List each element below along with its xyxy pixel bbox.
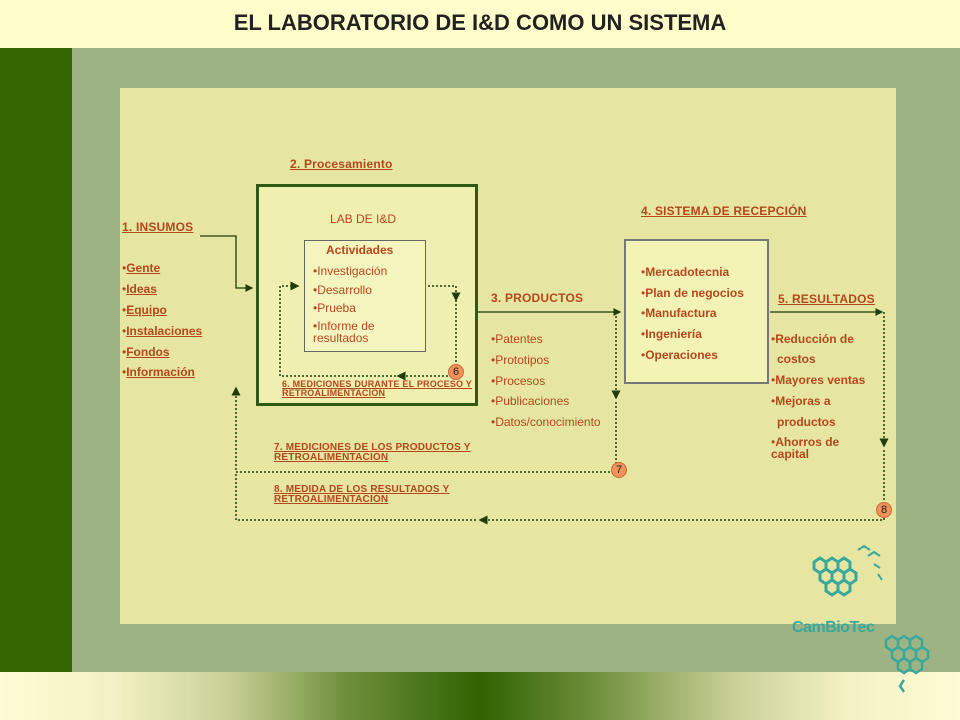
feedback-7-label: 7. MEDICIONES DE LOS PRODUCTOS Y RETROAL…: [274, 442, 471, 463]
lab-title: LAB DE I&D: [330, 212, 397, 226]
resultado-item: •Mejoras a: [771, 394, 831, 408]
insumos-heading: 1. INSUMOS: [122, 220, 194, 234]
producto-item: •Datos/conocimiento: [491, 415, 601, 429]
cambiotec-logo-text: CamBioTec: [792, 619, 875, 636]
insumo-item: •Información: [122, 365, 195, 379]
activity-item: •Informe de resultados: [313, 319, 375, 345]
producto-item: •Publicaciones: [491, 394, 570, 408]
recepcion-heading: 4. SISTEMA DE RECEPCIÓN: [641, 204, 807, 218]
resultado-item: costos: [777, 352, 816, 366]
feedback-6-label: 6. MEDICIONES DURANTE EL PROCESO Y RETRO…: [282, 379, 472, 398]
loop-6-out: [428, 285, 461, 302]
productos-heading: 3. PRODUCTOS: [491, 291, 584, 305]
reception-box: [624, 239, 769, 384]
activity-item: •Desarrollo: [313, 283, 372, 297]
badge-7: 7: [611, 462, 627, 478]
feedback-7-line: [231, 386, 617, 473]
recepcion-item: •Manufactura: [641, 306, 717, 320]
producto-item: •Procesos: [491, 374, 546, 388]
feedback-8-label: 8. MEDIDA DE LOS RESULTADOS Y RETROALIME…: [274, 484, 450, 505]
resultado-item: productos: [777, 415, 836, 429]
insumo-item: •Ideas: [122, 282, 157, 296]
feedback-8-tail: [235, 472, 476, 521]
activities-title: Actividades: [326, 243, 394, 257]
resultado-item: •Ahorros de capital: [771, 435, 840, 461]
recepcion-item: •Mercadotecnia: [641, 265, 730, 279]
resultado-item: •Mayores ventas: [771, 373, 866, 387]
resultado-item: •Reducción de: [771, 332, 854, 346]
cambiotec-logo-icon: [812, 544, 930, 693]
resultados-heading: 5. RESULTADOS: [778, 292, 875, 306]
bottom-gradient-band: [0, 672, 960, 720]
badge-8: 8: [876, 502, 892, 518]
input-arrow: [200, 235, 254, 292]
slide-title: EL LABORATORIO DE I&D COMO UN SISTEMA: [0, 0, 960, 48]
producto-item: •Patentes: [491, 332, 543, 346]
insumo-item: •Gente: [122, 261, 161, 275]
feedback-8-line: [478, 450, 885, 525]
procesamiento-heading: 2. Procesamiento: [290, 157, 393, 171]
activity-item: •Prueba: [313, 301, 356, 315]
left-green-bar: [0, 48, 72, 672]
insumo-item: •Fondos: [122, 345, 170, 359]
badge-6: 6: [448, 364, 464, 380]
activity-item: •Investigación: [313, 264, 388, 278]
insumo-item: •Instalaciones: [122, 324, 203, 338]
insumo-item: •Equipo: [122, 303, 167, 317]
producto-item: •Prototipos: [491, 353, 550, 367]
recepcion-item: •Ingeniería: [641, 327, 702, 341]
recepcion-item: •Plan de negocios: [641, 286, 744, 300]
activities-box: [304, 240, 426, 352]
loop-6-back: [279, 281, 396, 377]
recepcion-item: •Operaciones: [641, 348, 718, 362]
